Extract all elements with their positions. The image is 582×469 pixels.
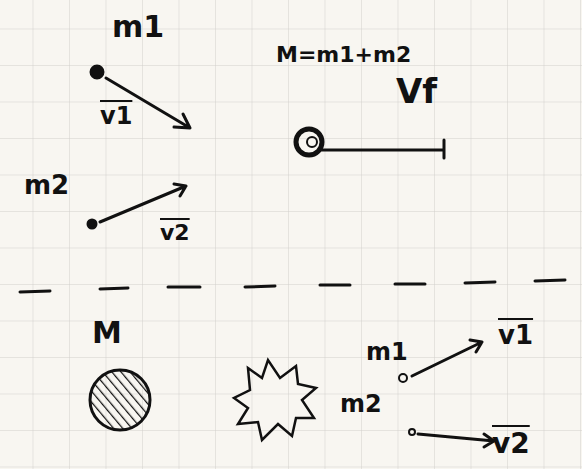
mass-label: m1: [112, 12, 164, 42]
particle: [88, 220, 96, 228]
mass-label: m2: [340, 392, 382, 416]
combined-mass: [296, 129, 322, 155]
hatched-mass: [90, 370, 150, 430]
velocity-label: v2: [160, 222, 190, 244]
velocity-label: v2: [492, 430, 530, 458]
combined-mass-inner: [307, 137, 317, 147]
velocity-line: [322, 140, 444, 158]
velocity-arrow: [412, 340, 482, 376]
velocity-arrow: [100, 184, 186, 222]
particle: [91, 66, 103, 78]
mass-label: m1: [366, 340, 408, 364]
velocity-label: v1: [498, 322, 533, 348]
mass-sum-label: M=m1+m2: [276, 44, 411, 66]
fragment: [409, 429, 415, 435]
divider-dash: [20, 280, 565, 292]
explosion-burst: [234, 360, 316, 440]
velocity-arrow: [418, 434, 494, 447]
mass-label: m2: [24, 172, 69, 198]
velocity-label: Vf: [396, 74, 437, 108]
fragment: [399, 374, 407, 382]
velocity-label: v1: [100, 104, 132, 128]
mass-label: M: [92, 318, 122, 348]
